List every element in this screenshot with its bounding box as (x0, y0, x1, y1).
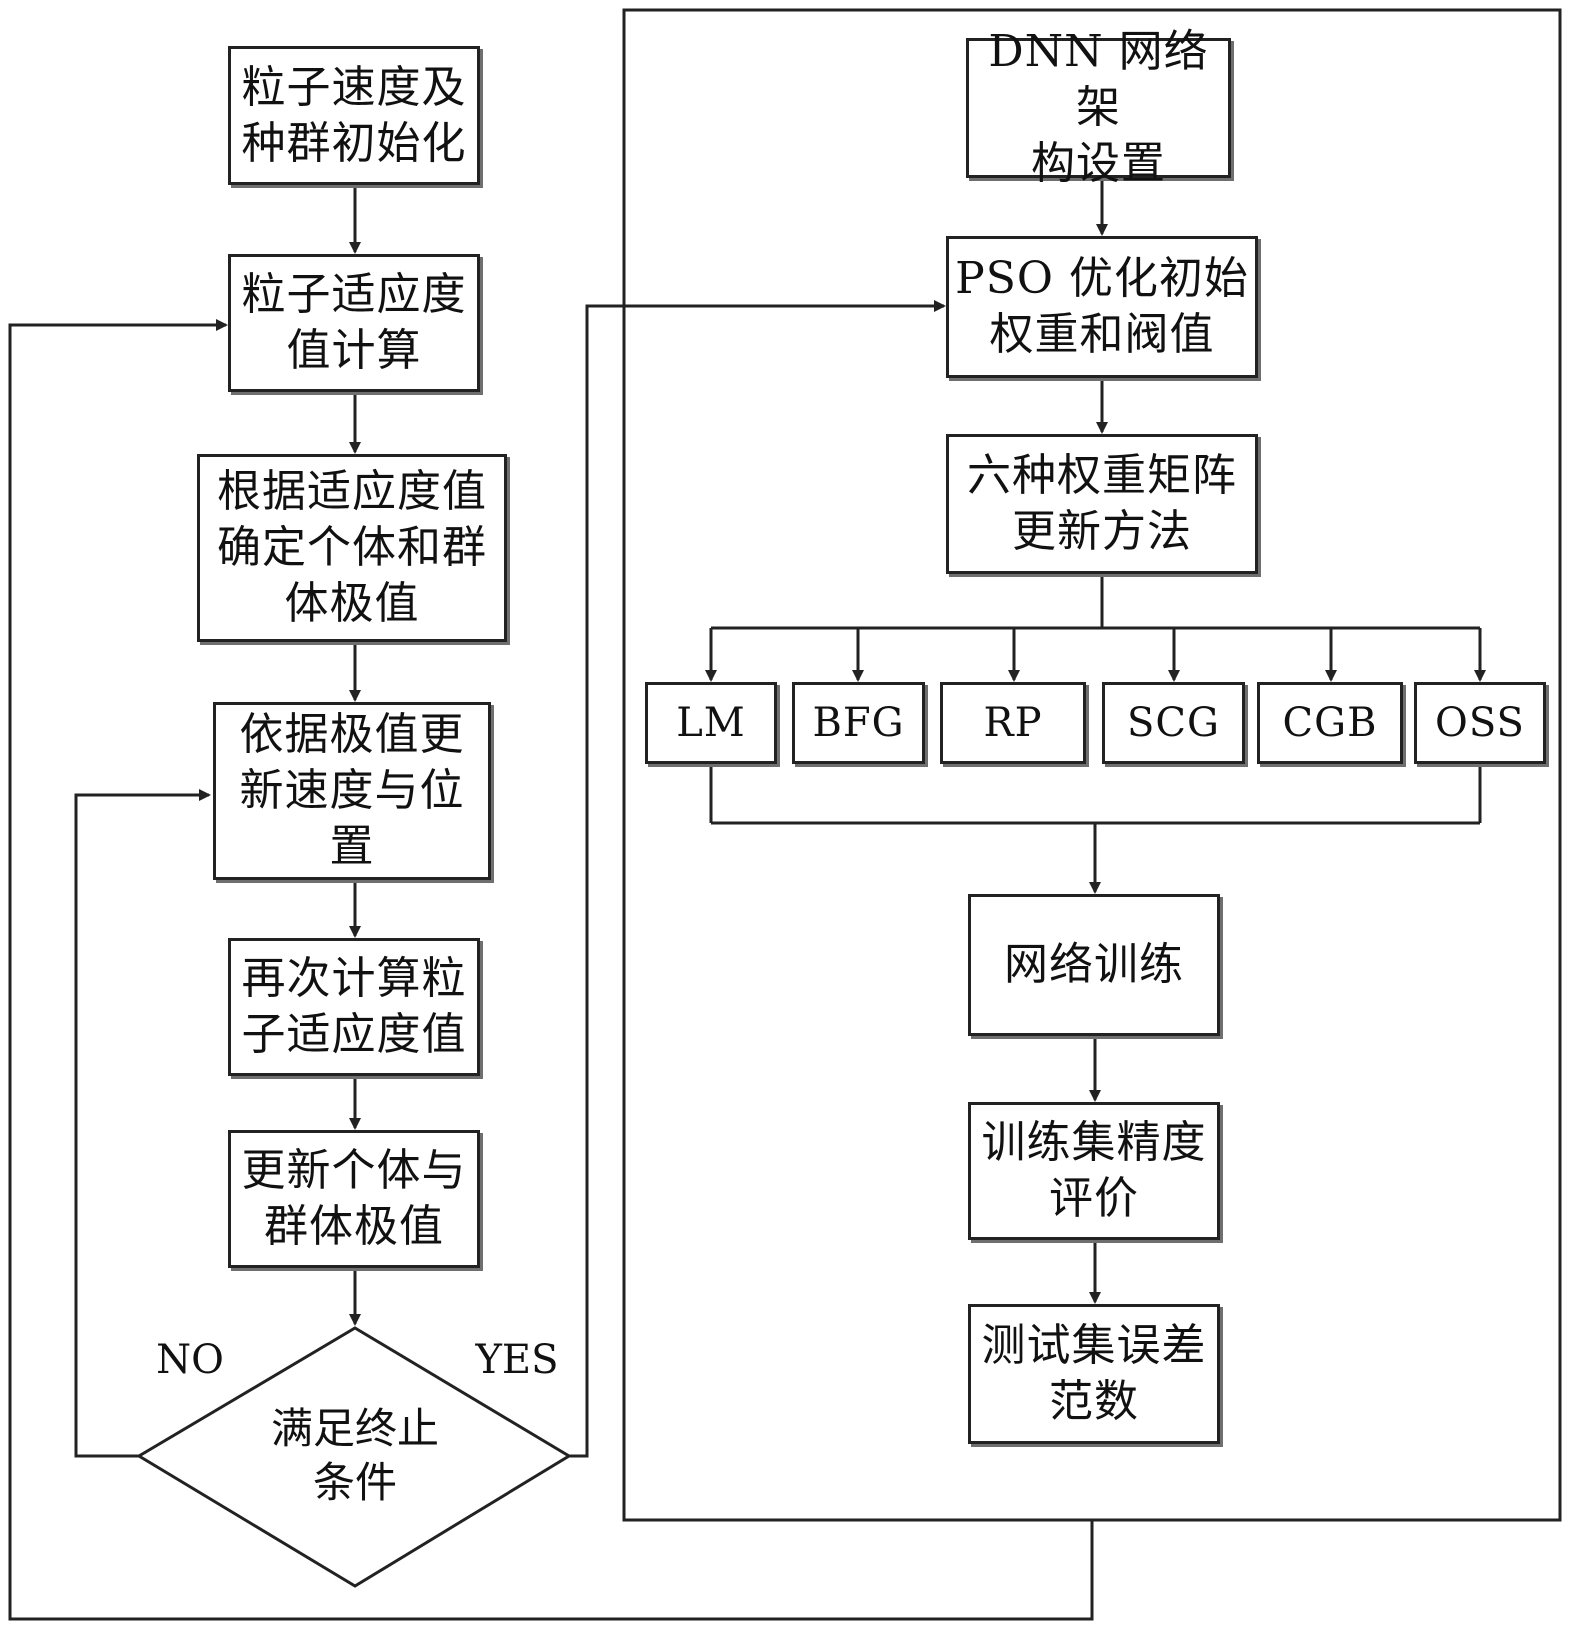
dnn-setup-label: DNN 网络架 构设置 (988, 26, 1209, 189)
pso-init-label: PSO 优化初始 权重和阀值 (955, 253, 1249, 360)
method-oss-box: OSS (1414, 682, 1546, 764)
method-rp-label: RP (983, 700, 1043, 746)
dnn-setup-box: DNN 网络架 构设置 (966, 26, 1231, 189)
method-lm-box: LM (645, 682, 777, 764)
method-bfg-label: BFG (812, 700, 905, 746)
step-init-box: 粒子速度及 种群初始化 (228, 46, 480, 185)
arrow-yes-to-pso (569, 300, 946, 1458)
train-eval-label: 训练集精度 评价 (981, 1117, 1207, 1224)
method-bfg-box: BFG (792, 682, 925, 764)
method-cgb-box: CGB (1257, 682, 1403, 764)
arrow-no-loop (74, 789, 211, 1458)
method-cgb-label: CGB (1282, 700, 1378, 746)
yes-label: YES (475, 1337, 559, 1383)
train-box: 网络训练 (968, 894, 1220, 1036)
train-label: 网络训练 (1004, 939, 1184, 990)
step-extrema-box: 根据适应度值 确定个体和群 体极值 (197, 454, 507, 642)
test-error-label: 测试集误差 范数 (981, 1320, 1207, 1427)
step-init-label: 粒子速度及 种群初始化 (241, 61, 467, 169)
pso-init-box: PSO 优化初始 权重和阀值 (946, 236, 1258, 378)
method-rp-box: RP (940, 682, 1086, 764)
step-recalc-box: 再次计算粒 子适应度值 (228, 938, 480, 1076)
step-extrema-label: 根据适应度值 确定个体和群 体极值 (217, 466, 487, 629)
train-eval-box: 训练集精度 评价 (968, 1102, 1220, 1240)
step-fitness-label: 粒子适应度 值计算 (241, 269, 467, 376)
method-scg-box: SCG (1102, 682, 1245, 764)
decision-diamond (136, 1326, 572, 1588)
step-recalc-label: 再次计算粒 子适应度值 (241, 953, 467, 1060)
step-update-extrema-label: 更新个体与 群体极值 (241, 1145, 467, 1252)
arrow-frame-loop (8, 319, 1094, 1621)
six-methods-box: 六种权重矩阵 更新方法 (946, 434, 1258, 574)
method-lm-label: LM (676, 700, 746, 746)
no-label: NO (156, 1337, 224, 1383)
test-error-box: 测试集误差 范数 (968, 1304, 1220, 1444)
decision-label: 满足终止 条件 (270, 1404, 439, 1507)
step-fitness-box: 粒子适应度 值计算 (228, 254, 480, 392)
method-oss-label: OSS (1435, 700, 1525, 746)
method-scg-label: SCG (1127, 700, 1220, 746)
step-update-position-box: 依据极值更 新速度与位 置 (213, 702, 491, 880)
six-methods-label: 六种权重矩阵 更新方法 (967, 450, 1237, 557)
step-update-extrema-box: 更新个体与 群体极值 (228, 1130, 480, 1268)
step-update-position-label: 依据极值更 新速度与位 置 (239, 709, 465, 872)
